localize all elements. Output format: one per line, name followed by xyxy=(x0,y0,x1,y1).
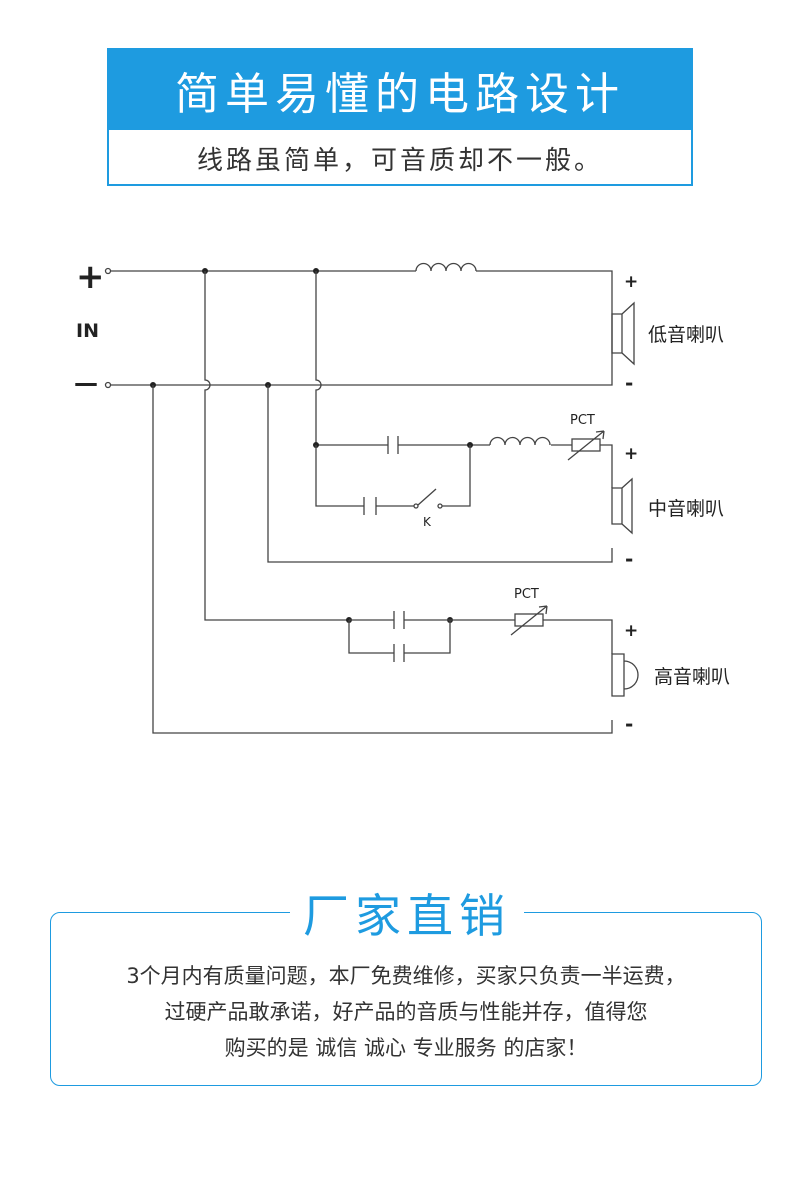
mid-inductor xyxy=(489,436,551,446)
factory-line: 过硬产品敢承诺，好产品的音质与性能并存，值得您 xyxy=(164,1000,648,1024)
input-plus-label: + xyxy=(76,257,105,297)
mid-return-wire xyxy=(267,385,613,563)
tweeter-minus-label: - xyxy=(625,712,633,736)
mid-capacitor-2 xyxy=(363,497,377,515)
page-subtitle: 线路虽简单，可音质却不一般。 xyxy=(196,145,603,176)
positive-rail xyxy=(111,270,613,386)
tweeter-feed-wire xyxy=(204,271,349,621)
mid-switch-blade xyxy=(417,488,437,506)
tweeter-label: 高音喇叭 xyxy=(654,666,730,688)
tweeter-speaker-icon xyxy=(611,653,639,697)
mid-pct-arrow xyxy=(567,430,605,461)
mid-minus-label: - xyxy=(625,547,633,571)
woofer-minus-label: - xyxy=(625,371,633,395)
tweeter-pct-resistor xyxy=(514,613,544,627)
woofer-plus-label: + xyxy=(624,272,638,292)
tweeter-pct-label: PCT xyxy=(514,587,539,602)
tweeter-return-wire xyxy=(152,385,613,734)
woofer-speaker-icon xyxy=(611,301,635,366)
input-in-label: IN xyxy=(76,320,99,342)
mid-wire xyxy=(398,444,613,488)
input-plus-terminal xyxy=(104,267,112,275)
mid-switch-branch xyxy=(315,445,471,507)
factory-line: 3个月内有质量问题，本厂免费维修，买家只负责一半运费， xyxy=(126,964,686,988)
factory-title: 厂家直销 xyxy=(290,880,524,946)
mid-plus-label: + xyxy=(624,444,638,464)
title-bar: 简单易懂的电路设计 xyxy=(109,50,691,130)
tweeter-plus-label: + xyxy=(624,621,638,641)
crossover-circuit-diagram: + IN — + - 低音喇叭 PCT K + - 中音喇叭 PCT + - 高… xyxy=(74,257,730,736)
page-title: 简单易懂的电路设计 xyxy=(175,69,625,120)
mid-feed-wire xyxy=(315,271,388,446)
mid-speaker-icon xyxy=(611,477,633,535)
mid-pct-resistor xyxy=(571,438,601,452)
woofer-inductor xyxy=(415,262,477,272)
input-minus-label: — xyxy=(74,369,98,397)
woofer-label: 低音喇叭 xyxy=(648,324,724,346)
title-box: 简单易懂的电路设计 线路虽简单，可音质却不一般。 xyxy=(107,48,693,186)
mid-switch-label: K xyxy=(423,515,432,529)
tweeter-cap-top xyxy=(349,611,450,629)
mid-switch-contact xyxy=(437,503,443,509)
input-minus-terminal xyxy=(104,381,112,389)
tweeter-cap-bottom xyxy=(348,620,451,662)
factory-notice-text: 3个月内有质量问题，本厂免费维修，买家只负责一半运费， 过硬产品敢承诺，好产品的… xyxy=(50,958,762,1066)
mid-pct-label: PCT xyxy=(570,413,595,428)
mid-label: 中音喇叭 xyxy=(648,498,724,520)
tweeter-pct-arrow xyxy=(510,605,548,636)
mid-switch-contact xyxy=(413,503,419,509)
tweeter-wire xyxy=(450,619,613,654)
mid-capacitor-1 xyxy=(387,436,399,454)
factory-line: 购买的是 诚信 诚心 专业服务 的店家！ xyxy=(224,1036,588,1060)
